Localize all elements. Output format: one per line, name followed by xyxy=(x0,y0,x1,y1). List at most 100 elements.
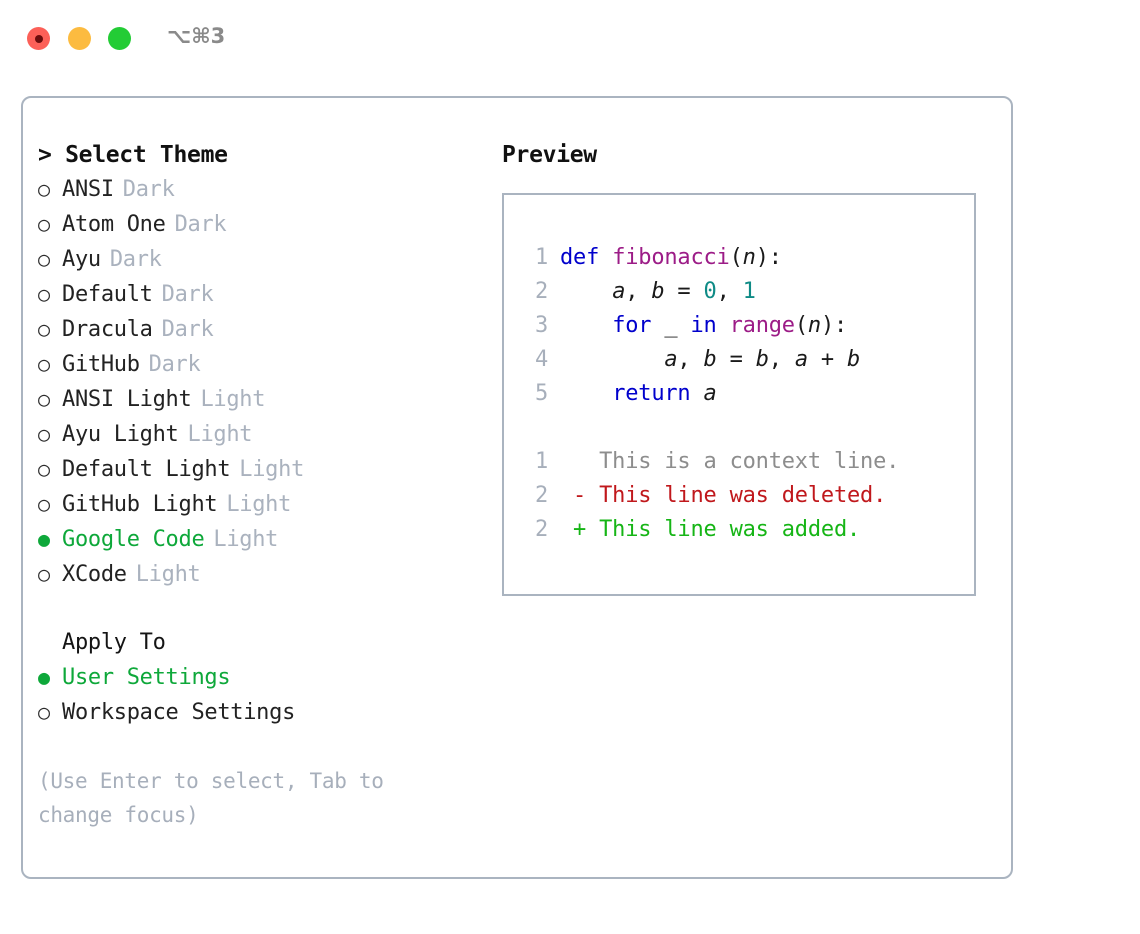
theme-option-label: Dracula xyxy=(62,317,153,342)
theme-option-kind: Light xyxy=(226,492,292,517)
code-token-var: b xyxy=(651,279,665,304)
theme-option-kind: Dark xyxy=(109,247,162,272)
code-line-number: 1 xyxy=(534,245,548,270)
code-token-pn: = xyxy=(664,279,704,304)
code-line-number: 4 xyxy=(534,347,548,372)
apply-to-section: Apply To ●User Settings ○ Workspace Settin… xyxy=(38,626,478,730)
code-token-pn: ( xyxy=(794,313,808,338)
code-token-var: b xyxy=(755,347,769,372)
code-line: 4 a, b = b, a + b xyxy=(518,343,974,377)
theme-option-kind: Dark xyxy=(174,212,227,237)
code-token-pn: , xyxy=(716,279,743,304)
code-token-pn: _ xyxy=(651,313,691,338)
theme-option-kind: Light xyxy=(239,457,305,482)
code-line-content: def fibonacci(n): xyxy=(560,241,782,275)
code-token-fn: range xyxy=(729,313,795,338)
code-token-num: 0 xyxy=(703,279,717,304)
theme-option-default-light[interactable]: ○ Default Light Light xyxy=(38,452,478,487)
theme-option-kind: Dark xyxy=(148,352,201,377)
diff-line-number: 2 xyxy=(534,483,548,508)
theme-option-label: ANSI xyxy=(62,177,114,202)
code-token-var: b xyxy=(847,347,861,372)
code-token-pn xyxy=(560,279,612,304)
code-token-pn: ): xyxy=(820,313,848,338)
apply-to-option-user-settings[interactable]: ●User Settings xyxy=(38,660,478,695)
radio-unselected-icon: ○ xyxy=(38,282,50,306)
code-token-pn: + xyxy=(807,347,848,372)
code-line: 3 for _ in range(n): xyxy=(518,309,974,343)
code-token-var: a xyxy=(664,347,678,372)
theme-option-kind: Dark xyxy=(161,282,214,307)
code-token-pn xyxy=(560,381,612,406)
code-token-var: a xyxy=(612,279,626,304)
radio-unselected-icon: ○ xyxy=(38,562,50,586)
code-token-var: b xyxy=(703,347,717,372)
radio-unselected-icon: ○ xyxy=(38,492,50,516)
radio-unselected-icon: ○ xyxy=(38,422,50,446)
radio-unselected-icon: ○ xyxy=(38,352,50,376)
maximize-button[interactable] xyxy=(108,27,131,50)
theme-option-label: Ayu xyxy=(62,247,101,272)
radio-unselected-icon: ○ xyxy=(38,700,50,724)
code-token-kw: def xyxy=(560,245,600,270)
code-line-content: a, b = 0, 1 xyxy=(560,275,756,309)
code-token-kw: in xyxy=(690,313,717,338)
theme-option-xcode[interactable]: ○ XCode Light xyxy=(38,557,478,592)
theme-option-label: Default Light xyxy=(62,457,231,482)
theme-option-kind: Dark xyxy=(161,317,214,342)
radio-unselected-icon: ○ xyxy=(38,457,50,481)
code-token-fn: fibonacci xyxy=(612,245,730,270)
code-line-content: a, b = b, a + b xyxy=(560,343,860,377)
theme-option-label: Atom One xyxy=(62,212,166,237)
theme-option-label: XCode xyxy=(62,562,127,587)
code-token-var: a xyxy=(703,381,717,406)
code-token-num: 1 xyxy=(742,279,756,304)
code-line-content: for _ in range(n): xyxy=(560,309,847,343)
code-line-number: 3 xyxy=(534,313,548,338)
theme-option-label: GitHub Light xyxy=(62,492,218,517)
diff-line-content-add: + This line was added. xyxy=(560,517,861,542)
radio-unselected-icon: ○ xyxy=(38,317,50,341)
theme-option-dracula[interactable]: ○ Dracula Dark xyxy=(38,312,478,347)
code-line-number: 5 xyxy=(534,381,548,406)
apply-to-option-label: User Settings xyxy=(62,665,231,690)
code-token-pn: = xyxy=(716,347,756,372)
shortcut-label: ⌥⌘3 xyxy=(167,24,226,48)
apply-to-option-label: Workspace Settings xyxy=(62,700,296,725)
code-line-content: return a xyxy=(560,377,717,411)
theme-option-github[interactable]: ○ GitHub Dark xyxy=(38,347,478,382)
code-token-pn xyxy=(560,313,612,338)
diff-line-content-ctx: This is a context line. xyxy=(560,449,900,474)
diff-sample: 1 This is a context line.2 - This line w… xyxy=(518,445,974,547)
code-diff-separator xyxy=(518,411,974,445)
diff-line: 2 + This line was added. xyxy=(518,513,974,547)
code-token-pn xyxy=(690,381,703,406)
theme-option-kind: Light xyxy=(135,562,201,587)
close-button[interactable] xyxy=(27,27,50,50)
apply-to-heading: Apply To xyxy=(62,630,166,655)
theme-option-kind: Light xyxy=(200,387,266,412)
theme-option-kind: Light xyxy=(213,527,279,552)
theme-option-label: GitHub xyxy=(62,352,140,377)
code-token-kw: for xyxy=(612,313,652,338)
minimize-button[interactable] xyxy=(68,27,91,50)
theme-option-kind: Dark xyxy=(122,177,175,202)
apply-to-option-workspace-settings[interactable]: ○ Workspace Settings xyxy=(38,695,478,730)
keyboard-hint-text: (Use Enter to select, Tab to change focu… xyxy=(38,769,384,827)
code-token-var: n xyxy=(742,245,756,270)
theme-option-label: Ayu Light xyxy=(62,422,179,447)
code-token-pn xyxy=(599,245,612,270)
theme-option-github-light[interactable]: ○ GitHub Light Light xyxy=(38,487,478,522)
theme-option-label: Google Code xyxy=(62,527,205,552)
diff-line-content-del: - This line was deleted. xyxy=(560,483,887,508)
